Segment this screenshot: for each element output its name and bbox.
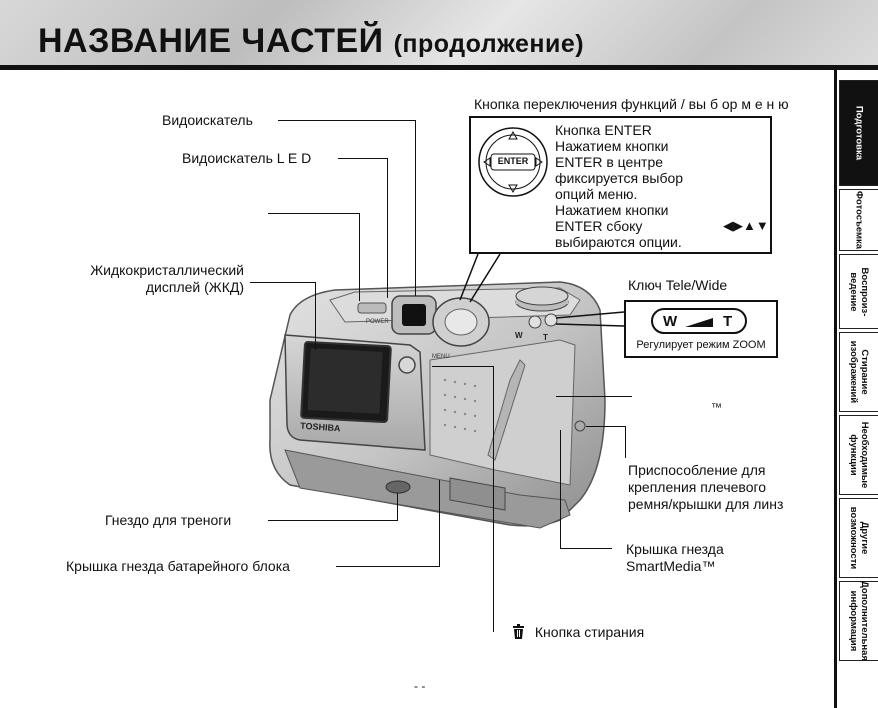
zoom-t-label: T [723,313,733,330]
zoom-switch-diagram: W T [651,308,747,334]
leader-empty-v [359,213,360,301]
tab-additional-info[interactable]: Дополнительная информация [839,581,878,661]
camera-w-label: W [515,331,523,340]
enter-line: Нажатием кнопки [555,138,669,154]
delete-button-text: Кнопка стирания [534,624,645,641]
menu-label: MENU [432,354,450,360]
tab-other-features[interactable]: Другие возможности [839,498,878,578]
zoom-t-button [544,313,558,327]
strap-lug [574,420,586,432]
label-lcd-line1: Жидкокристаллический [90,262,244,278]
camera-brand: TOSHIBA [300,421,341,434]
header-banner: НАЗВАНИЕ ЧАСТЕЙ (продолжение) [0,0,878,70]
tab-divider-line [834,70,837,708]
leader-menu-h [432,366,494,367]
leader-lcd-h [250,282,316,283]
power-label: POWER [366,319,389,325]
enter-callout: ENTER Кнопка ENTER Нажатием кнопки ENTER… [469,116,772,254]
tab-photo[interactable]: Фотосъемка [839,189,878,251]
zoom-callout: W T Регулирует режим ZOOM [624,300,778,358]
label-tripod: Гнездо для треноги [105,512,232,528]
enter-line: фиксируется выбор [555,170,684,186]
leader-strap-h [586,426,626,427]
zoom-wedge-icon [685,318,713,327]
enter-line: Кнопка ENTER [555,122,652,138]
label-smartmedia-line2: SmartMedia™ [626,558,716,574]
leader-smartmedia-v [560,430,561,548]
footer-dashes: - - [414,679,426,693]
label-strap-line3: ремня/крышки для линз [628,496,784,512]
enter-callout-text: Кнопка ENTER Нажатием кнопки ENTER в цен… [555,122,769,250]
enter-line: ENTER в центре [555,154,664,170]
page-title: НАЗВАНИЕ ЧАСТЕЙ (продолжение) [38,22,584,61]
leader-tm-h [556,396,632,397]
zoom-w-label: W [663,313,678,330]
enter-line: опций меню. [555,186,638,202]
page-title-main: НАЗВАНИЕ ЧАСТЕЙ [38,22,384,60]
label-tele-wide: Ключ Tele/Wide [628,277,728,293]
label-viewfinder-led: Видоискатель L E D [182,150,312,166]
tab-required-functions[interactable]: Необходимые функции [839,415,878,495]
enter-line-text: ENTER сбоку [555,218,643,234]
label-battery-cover: Крышка гнезда батарейного блока [66,558,290,574]
leader-viewfinder-v [415,120,416,296]
menu-button [398,356,416,374]
label-viewfinder: Видоискатель [162,112,253,128]
leader-tripod-v [397,493,398,521]
tab-preparation[interactable]: Подготовка [839,80,878,186]
leader-tripod-h [268,520,398,521]
leader-led-h [338,158,388,159]
label-strap-line2: крепления плечевого [628,479,767,495]
battery-cover-shape [449,477,506,511]
leader-lcd-v [315,282,316,350]
leader-battery-v [439,480,440,567]
power-button [357,302,387,314]
label-smartmedia-line1: Крышка гнезда [626,541,724,557]
label-trademark: ™ [711,402,722,414]
label-lcd: Жидкокристаллический дисплей (ЖКД) [30,262,244,296]
enter-line: ENTER сбоку ◀▶▲▼ [555,218,769,234]
label-lcd-line2: дисплей (ЖКД) [145,279,244,295]
leader-viewfinder-h [278,120,416,121]
enter-line: выбираются опции. [555,234,682,250]
label-strap: Приспособление для крепления плечевого р… [628,462,783,513]
camera-t-label: T [543,333,548,342]
label-smartmedia: Крышка гнезда SmartMedia™ [626,541,724,575]
leader-strap-v [625,426,626,458]
label-strap-line1: Приспособление для [628,462,766,478]
enter-line: Нажатием кнопки [555,202,669,218]
leader-battery-h [336,566,440,567]
leader-delete-v [493,366,494,632]
tab-delete-images[interactable]: Стирание изображений [839,332,878,412]
page-title-sub: (продолжение) [393,30,585,58]
enter-button-diagram [478,127,548,197]
arrow-keys-icon: ◀▶▲▼ [723,218,769,233]
label-function-switch: Кнопка переключения функций / вы б ор м … [474,96,789,112]
tripod-socket [385,480,411,494]
zoom-caption: Регулирует режим ZOOM [636,339,766,351]
tab-playback[interactable]: Воспроиз- ведение [839,254,878,329]
zoom-w-button [528,315,542,329]
leader-led-v [387,158,388,298]
leader-smartmedia-h [560,548,612,549]
enter-button-text: ENTER [497,156,529,166]
leader-function-tick [835,110,836,114]
label-delete-button: Кнопка стирания [512,624,644,643]
leader-empty-h [268,213,360,214]
trash-icon [512,624,525,643]
